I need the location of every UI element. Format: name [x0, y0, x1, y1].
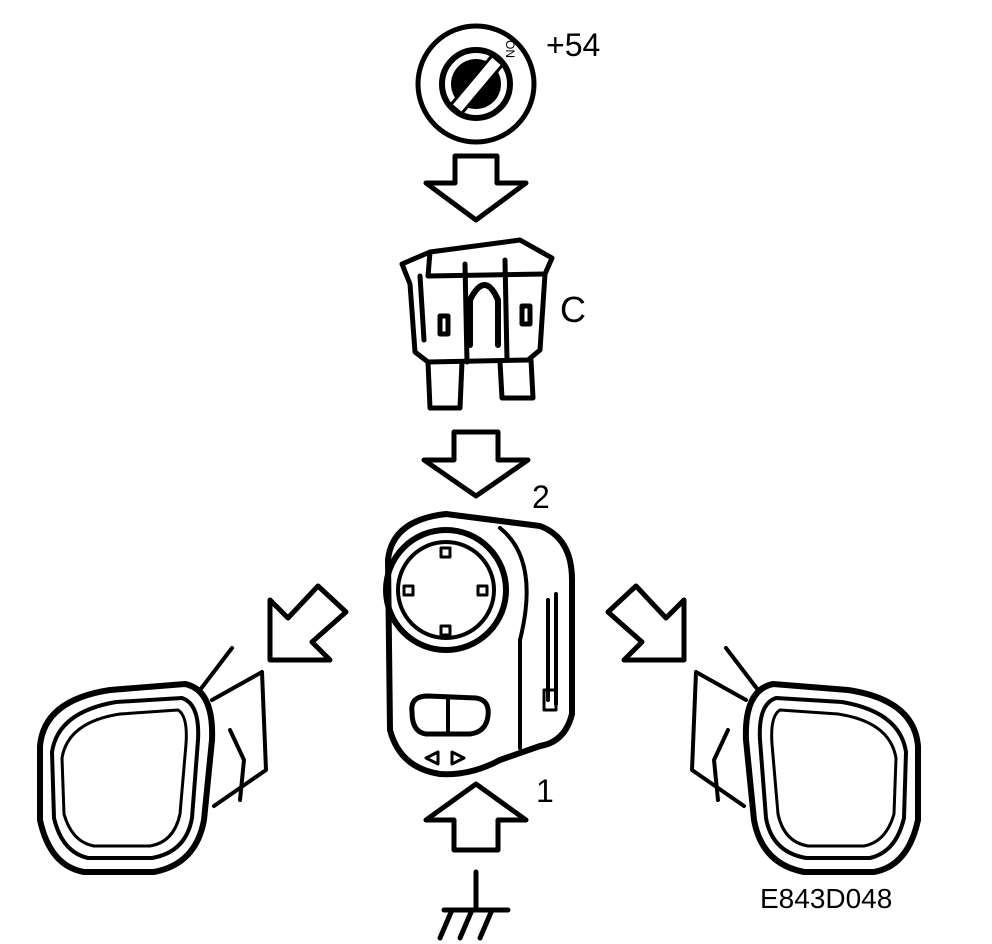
- mirror-switch-icon: [383, 511, 575, 778]
- switch-pin-2-label: 2: [532, 479, 550, 515]
- fuse-label: C: [560, 289, 586, 330]
- arrow-left-mirror-icon: [267, 583, 349, 663]
- switch-pin-1-label: 1: [536, 773, 554, 809]
- fuse-icon: [399, 237, 555, 411]
- arrow-up-icon: [423, 781, 529, 853]
- right-mirror-icon: [690, 646, 921, 875]
- ignition-label: +54: [546, 27, 600, 63]
- ignition-key-icon: [415, 23, 537, 145]
- ignition-switch-mark: ON: [503, 40, 517, 58]
- arrow-down-icon: [423, 153, 529, 223]
- arrow-down-icon: [421, 429, 531, 499]
- left-mirror-icon: [37, 646, 268, 875]
- ground-icon: [437, 869, 511, 941]
- drawing-code: E843D048: [760, 883, 892, 914]
- arrow-right-mirror-icon: [605, 583, 687, 663]
